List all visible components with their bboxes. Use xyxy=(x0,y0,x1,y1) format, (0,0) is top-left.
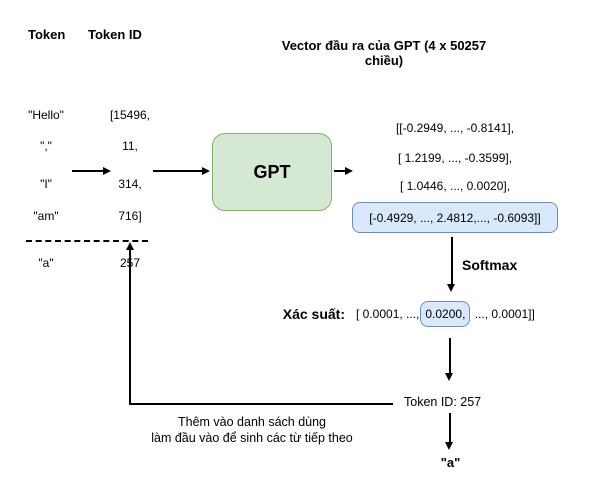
arrow-ids-to-gpt xyxy=(153,170,203,172)
feedback-caption: Thêm vào danh sách dùng làm đầu vào để s… xyxy=(107,414,397,446)
token-id-cell: 11, xyxy=(122,139,138,153)
feedback-caption-line1: Thêm vào danh sách dùng xyxy=(177,415,327,429)
output-vector-row: [[-0.2949, ..., -0.8141], xyxy=(395,121,515,135)
arrow-token-to-id xyxy=(72,170,104,172)
token-cell: "Hello" xyxy=(28,108,64,122)
feedback-line-horizontal xyxy=(129,403,393,405)
highlighted-output-vector: [-0.4929, ..., 2.4812,..., -0.6093]] xyxy=(352,202,558,233)
arrow-down-icon xyxy=(445,442,453,450)
gpt-model-box: GPT xyxy=(212,133,332,211)
arrow-tokenid-to-token xyxy=(449,413,451,443)
arrow-gpt-to-output xyxy=(334,170,346,172)
result-token: "a" xyxy=(440,455,461,470)
arrow-right-icon xyxy=(103,167,111,175)
feedback-line-vertical xyxy=(129,249,131,405)
diagram-title: Vector đầu ra của GPT (4 x 50257 chiều) xyxy=(281,38,487,68)
token-id-cell: 314, xyxy=(118,177,142,191)
arrow-down-icon xyxy=(447,284,455,292)
token-column-header: Token xyxy=(28,27,66,42)
token-id-result: Token ID: 257 xyxy=(404,395,482,409)
probability-prefix: [ 0.0001, ..., xyxy=(356,306,420,321)
probability-suffix: ..., 0.0001]] xyxy=(471,306,535,321)
softmax-label: Softmax xyxy=(462,257,518,273)
highlighted-probability: 0.0200, xyxy=(420,300,471,327)
probability-vector: [ 0.0001, ..., 0.0200, ..., 0.0001]] xyxy=(356,298,535,329)
token-id-cell: [15496, xyxy=(109,108,151,122)
arrow-prob-to-tokenid xyxy=(449,338,451,374)
highlighted-output-vector-text: [-0.4929, ..., 2.4812,..., -0.6093]] xyxy=(369,210,541,225)
arrow-right-icon xyxy=(345,167,353,175)
token-cell: "am" xyxy=(33,209,59,223)
probability-label: Xác suất: xyxy=(282,306,345,322)
feedback-caption-line2: làm đầu vào để sinh các từ tiếp theo xyxy=(151,431,353,445)
dashed-separator xyxy=(26,240,148,242)
output-vector-row: [ 1.2199, ..., -0.3599], xyxy=(397,151,513,165)
arrow-down-icon xyxy=(445,373,453,381)
token-cell: "," xyxy=(40,139,52,153)
token-id-column-header: Token ID xyxy=(88,27,142,42)
arrow-up-icon xyxy=(125,242,134,250)
arrow-right-icon xyxy=(202,167,210,175)
token-cell: "I" xyxy=(40,177,52,191)
token-cell-appended: "a" xyxy=(38,256,54,270)
gpt-box-label: GPT xyxy=(253,161,291,182)
softmax-arrow xyxy=(451,237,453,285)
token-id-cell: 716] xyxy=(118,209,142,223)
output-vector-row: [ 1.0446, ..., 0.0020], xyxy=(399,179,511,193)
